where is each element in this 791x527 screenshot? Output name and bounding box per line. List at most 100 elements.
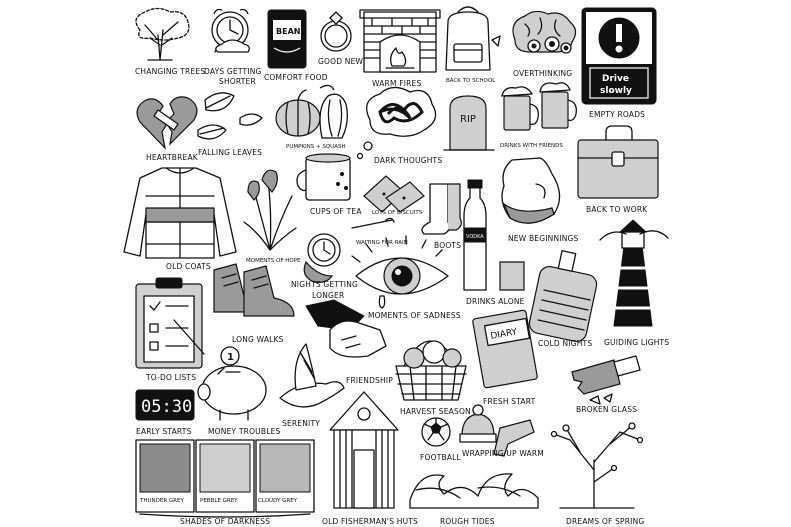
- swatch-pebble-grey: [195, 439, 255, 513]
- eye-icon: [351, 235, 449, 309]
- bird-icon: [279, 343, 345, 408]
- label-drinks-alone: DRINKS ALONE: [466, 297, 525, 306]
- label-long-walks: LONG WALKS: [232, 335, 284, 344]
- vodka-bottle-icon: VODKA: [463, 179, 525, 291]
- basket-icon: [395, 340, 467, 401]
- label-harvest-season: HARVEST SEASON: [400, 407, 471, 416]
- label-moments-of-sadness: MOMENTS OF SADNESS: [368, 311, 461, 320]
- label-back-to-school: BACK TO SCHOOL: [446, 78, 496, 84]
- label-back-to-work: BACK TO WORK: [586, 205, 648, 214]
- mug-icon: [296, 153, 351, 201]
- pumpkin-icon: [275, 84, 348, 139]
- label-changing-trees: CHANGING TREES: [135, 67, 205, 76]
- alarm-clock-icon: [211, 8, 250, 53]
- label-pumpkins-squash: PUMPKINS + SQUASH: [286, 144, 346, 150]
- label-dark-thoughts: DARK THOUGHTS: [374, 156, 442, 165]
- label-pebble-grey: PEBBLE GREY: [200, 498, 238, 504]
- leaf-icon: [197, 92, 263, 140]
- briefcase-icon: [577, 125, 659, 199]
- label-thunder-grey: THUNDER GREY: [139, 498, 184, 504]
- diary-text: DIARY: [490, 327, 519, 342]
- rip-text: RIP: [460, 114, 476, 125]
- label-friendship: FRIENDSHIP: [346, 376, 393, 385]
- slowly-text: slowly: [600, 86, 632, 96]
- clock-text: 05:30: [141, 397, 192, 417]
- label-lots-of-biscuits: LOTS OF BISCUITS: [372, 210, 423, 216]
- football-icon: [421, 417, 451, 447]
- label-boots: BOOTS: [434, 241, 461, 250]
- hot-water-bottle-icon: [528, 250, 598, 343]
- beach-hut-icon: [329, 391, 399, 509]
- label-cups-of-tea: CUPS OF TEA: [310, 207, 362, 216]
- pregnant-belly-icon: [501, 157, 561, 224]
- shades-bracket: [139, 513, 311, 518]
- label-days-shorter-2: SHORTER: [219, 77, 256, 86]
- scribble-cloud-icon: [356, 86, 437, 160]
- lighthouse-icon: [599, 219, 669, 327]
- bare-tree-icon: [550, 422, 644, 509]
- label-wrapping-up-warm: WRAPPING UP WARM: [462, 449, 544, 458]
- crocus-icon: [243, 169, 297, 251]
- beer-mugs-icon: [501, 82, 577, 131]
- label-cloudy-grey: CLOUDY GREY: [258, 498, 298, 504]
- wellington-boots-icon: [421, 183, 462, 235]
- label-new-beginnings: NEW BEGINNINGS: [508, 234, 579, 243]
- bottle-icon: [571, 355, 641, 405]
- label-nights-longer-2: LONGER: [312, 291, 344, 300]
- swatch-cloudy-grey: [255, 439, 315, 513]
- digital-clock-icon: 05:30: [135, 389, 195, 421]
- label-falling-leaves: FALLING LEAVES: [198, 148, 262, 157]
- label-dreams-of-spring: DREAMS OF SPRING: [566, 517, 644, 526]
- label-comfort-food: COMFORT FOOD: [264, 73, 328, 82]
- broken-heart-icon: [136, 96, 198, 150]
- label-good-news: GOOD NEWS: [318, 57, 368, 66]
- hiking-boots-icon: [213, 263, 295, 317]
- drive-text: Drive: [602, 74, 629, 84]
- label-fresh-start: FRESH START: [483, 397, 536, 406]
- label-football: FOOTBALL: [420, 453, 462, 462]
- label-old-fishermans-huts: OLD FISHERMAN'S HUTS: [322, 517, 418, 526]
- label-shades-of-darkness: SHADES OF DARKNESS: [180, 517, 270, 526]
- label-waiting-for-rain: WAITING FOR RAIN: [356, 240, 408, 246]
- ring-icon: [320, 11, 352, 52]
- label-warm-fires: WARM FIRES: [372, 79, 421, 88]
- label-drinks-with-friends: DRINKS WITH FRIENDS: [500, 143, 563, 149]
- bean-can-icon: BEANZ: [267, 9, 307, 69]
- label-heartbreak: HEARTBREAK: [146, 153, 199, 162]
- coin-text: 1: [227, 352, 234, 363]
- waves-icon: [409, 473, 539, 509]
- label-money-troubles: MONEY TROUBLES: [208, 427, 281, 436]
- tree-icon: [135, 7, 190, 61]
- label-rough-tides: ROUGH TIDES: [440, 517, 495, 526]
- label-old-coats: OLD COATS: [166, 262, 211, 271]
- label-early-starts: EARLY STARTS: [136, 427, 192, 436]
- vodka-text: VODKA: [466, 234, 484, 240]
- biscuits-icon: [363, 175, 425, 213]
- beanz-text: BEANZ: [276, 27, 306, 36]
- piggy-bank-icon: 1: [197, 346, 267, 421]
- label-cold-nights: COLD NIGHTS: [538, 339, 592, 348]
- gravestone-icon: RIP: [443, 95, 495, 151]
- handshake-icon: [305, 299, 387, 358]
- road-sign-icon: Drive slowly: [581, 7, 657, 105]
- moon-clock-icon: [303, 233, 341, 283]
- umbrella-icon: [351, 217, 395, 229]
- label-guiding-lights: GUIDING LIGHTS: [604, 338, 669, 347]
- backpack-icon: [445, 6, 501, 71]
- label-nights-longer-1: NIGHTS GETTING: [291, 280, 358, 289]
- label-empty-roads: EMPTY ROADS: [589, 110, 645, 119]
- label-broken-glass: BROKEN GLASS: [576, 405, 637, 414]
- hat-scarf-icon: [459, 404, 535, 457]
- swatch-thunder-grey: [135, 439, 195, 513]
- fireplace-icon: [359, 9, 441, 73]
- label-overthinking: OVERTHINKING: [513, 69, 572, 78]
- brain-icon: [512, 10, 577, 54]
- diary-icon: DIARY: [472, 309, 538, 389]
- label-moments-of-hope: MOMENTS OF HOPE: [246, 258, 301, 264]
- puffer-coat-icon: [123, 167, 237, 259]
- clipboard-icon: [135, 277, 205, 369]
- label-serenity: SERENITY: [282, 419, 320, 428]
- label-to-do-lists: TO-DO LISTS: [145, 373, 196, 382]
- label-days-shorter-1: DAYS GETTING: [204, 67, 262, 76]
